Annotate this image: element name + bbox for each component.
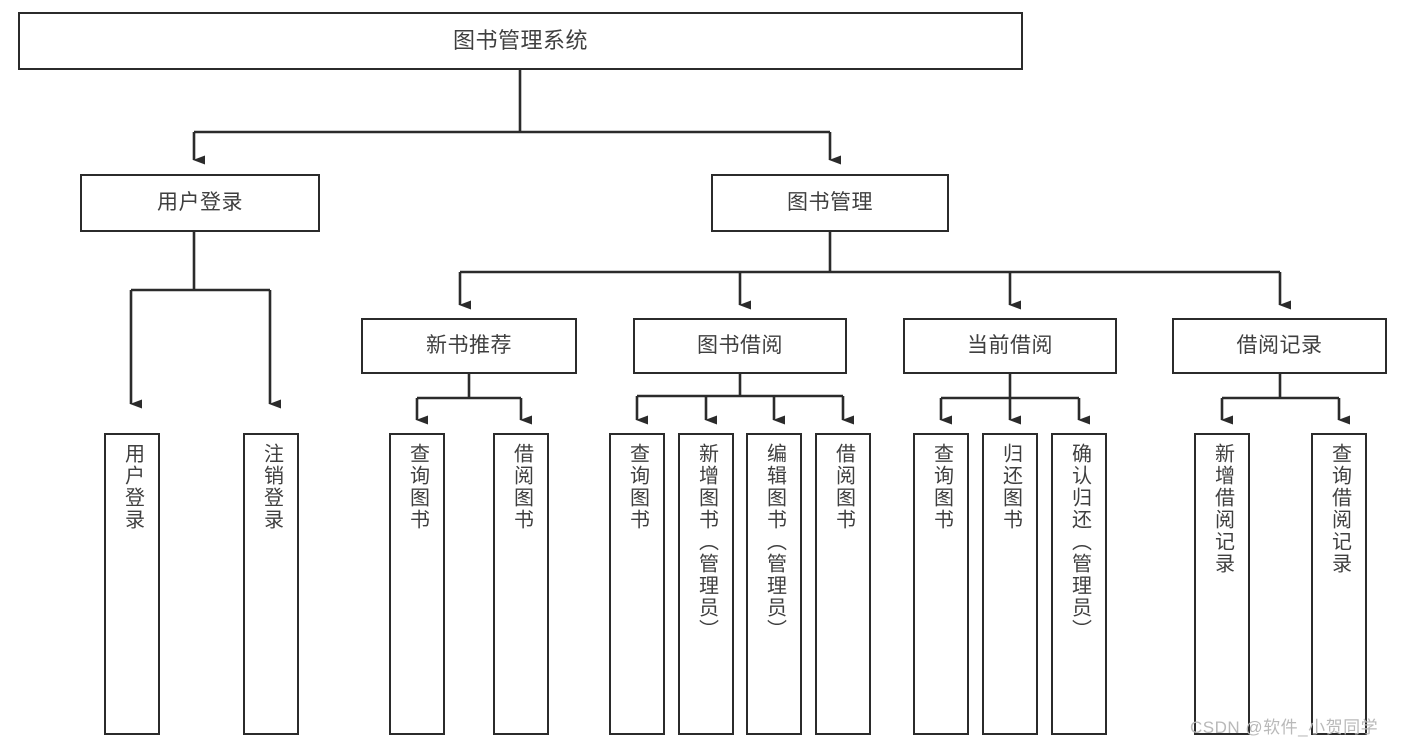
node-leaf-user-login-label: 用户登录 — [121, 443, 144, 531]
node-root-book-management-system[interactable]: 图书管理系统 — [18, 12, 1023, 70]
node-borrow-record[interactable]: 借阅记录 — [1172, 318, 1387, 374]
node-leaf-confirm-return[interactable]: 确认归还（管理员） — [1051, 433, 1107, 735]
node-new-book-recommend[interactable]: 新书推荐 — [361, 318, 577, 374]
node-leaf-edit-book[interactable]: 编辑图书（管理员） — [746, 433, 802, 735]
node-leaf-query-book-3[interactable]: 查询图书 — [913, 433, 969, 735]
node-leaf-edit-book-label: 编辑图书（管理员） — [763, 443, 786, 641]
node-leaf-user-logout-label: 注销登录 — [260, 443, 283, 531]
node-leaf-add-record-label: 新增借阅记录 — [1211, 443, 1234, 575]
node-leaf-query-book-1-label: 查询图书 — [406, 443, 429, 531]
node-book-management-label: 图书管理 — [787, 191, 873, 215]
node-book-management[interactable]: 图书管理 — [711, 174, 949, 232]
node-leaf-query-book-3-label: 查询图书 — [930, 443, 953, 531]
node-current-borrow[interactable]: 当前借阅 — [903, 318, 1117, 374]
node-leaf-add-book-label: 新增图书（管理员） — [695, 443, 718, 641]
node-leaf-user-login[interactable]: 用户登录 — [104, 433, 160, 735]
node-leaf-return-book-label: 归还图书 — [999, 443, 1022, 531]
node-leaf-add-record[interactable]: 新增借阅记录 — [1194, 433, 1250, 735]
node-leaf-borrow-book-1[interactable]: 借阅图书 — [493, 433, 549, 735]
node-book-borrow[interactable]: 图书借阅 — [633, 318, 847, 374]
node-leaf-query-book-2-label: 查询图书 — [626, 443, 649, 531]
node-leaf-confirm-return-label: 确认归还（管理员） — [1068, 443, 1091, 641]
csdn-watermark: CSDN @软件_小贺同学 — [1190, 718, 1379, 737]
node-leaf-borrow-book-2[interactable]: 借阅图书 — [815, 433, 871, 735]
node-user-login[interactable]: 用户登录 — [80, 174, 320, 232]
node-leaf-borrow-book-2-label: 借阅图书 — [832, 443, 855, 531]
node-borrow-record-label: 借阅记录 — [1236, 334, 1323, 358]
node-new-book-recommend-label: 新书推荐 — [426, 334, 512, 358]
node-leaf-query-book-1[interactable]: 查询图书 — [389, 433, 445, 735]
node-leaf-add-book[interactable]: 新增图书（管理员） — [678, 433, 734, 735]
node-current-borrow-label: 当前借阅 — [967, 334, 1053, 358]
node-leaf-query-record[interactable]: 查询借阅记录 — [1311, 433, 1367, 735]
node-root-label: 图书管理系统 — [452, 27, 588, 53]
node-user-login-label: 用户登录 — [157, 191, 243, 215]
node-leaf-return-book[interactable]: 归还图书 — [982, 433, 1038, 735]
node-leaf-query-record-label: 查询借阅记录 — [1328, 443, 1351, 575]
node-leaf-borrow-book-1-label: 借阅图书 — [510, 443, 533, 531]
node-book-borrow-label: 图书借阅 — [697, 334, 783, 358]
node-leaf-query-book-2[interactable]: 查询图书 — [609, 433, 665, 735]
node-leaf-user-logout[interactable]: 注销登录 — [243, 433, 299, 735]
